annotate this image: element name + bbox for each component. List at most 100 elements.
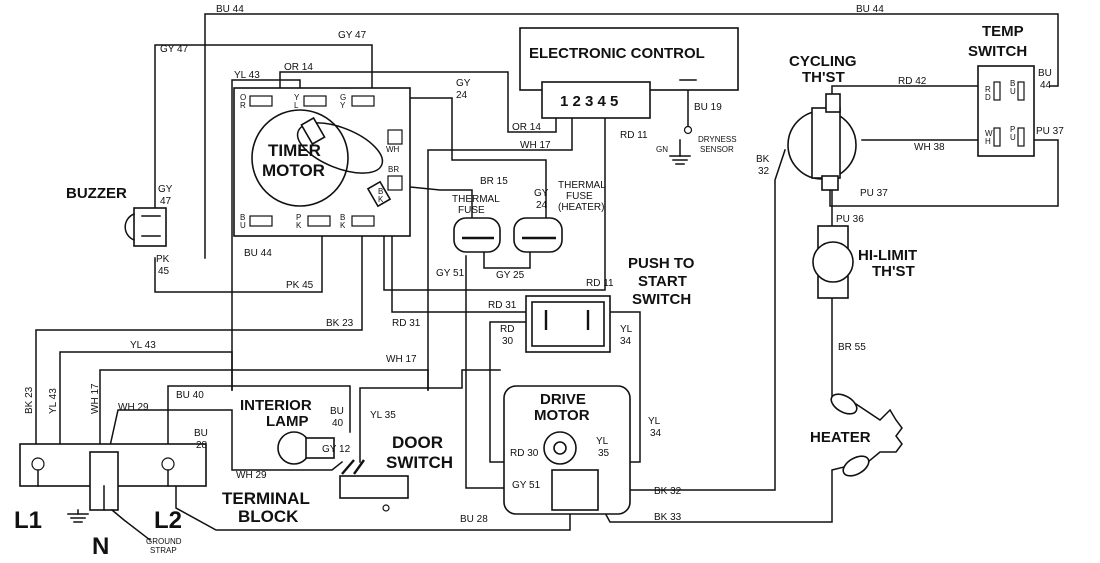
wire-label-rd30-switch-1: RD <box>500 324 514 335</box>
wire-label-wh29-top: WH 29 <box>118 402 149 413</box>
hi-limit-thermostat: HI-LIMIT TH'ST <box>812 225 917 299</box>
temp-switch-rd-2: D <box>985 93 991 102</box>
wire-label-bk23-top: BK 23 <box>326 318 354 329</box>
drive-motor-label-1: DRIVE <box>540 391 586 408</box>
temp-switch-pu: P <box>1010 125 1015 134</box>
timer-term-yl-2: L <box>294 101 299 110</box>
interior-lamp-label-2: LAMP <box>266 413 309 430</box>
timer-motor: TIMER MOTOR O R Y L G Y WH BR B K B U P … <box>233 87 411 237</box>
wire-label-rd30-motor: RD 30 <box>510 448 539 459</box>
wire-label-gy25: GY 25 <box>496 270 525 281</box>
wire-label-bk23-left: BK 23 <box>24 386 35 414</box>
wire-or14-top <box>279 71 557 133</box>
wire-gy25 <box>483 251 531 269</box>
buzzer: BUZZER <box>66 185 167 247</box>
wire-label-bu40-lamp-1: BU <box>330 406 344 417</box>
wire-label-gy24-fuse-2: 24 <box>536 200 548 211</box>
wire-label-pu37-bottom: PU 37 <box>860 188 888 199</box>
electronic-control: ELECTRONIC CONTROL 1 2 3 4 5 DRYNESS SEN… <box>519 27 739 165</box>
wire-label-gy47-buzzer-1: GY <box>158 184 173 195</box>
wire-label-wh29-bottom: WH 29 <box>236 470 267 481</box>
wire-bk33 <box>596 465 849 523</box>
temp-switch-bu-2: U <box>1010 87 1016 96</box>
temp-switch: TEMP SWITCH R D B U W H P U <box>968 23 1035 157</box>
hi-limit-label-1: HI-LIMIT <box>858 247 917 264</box>
push-to-start-label-1: PUSH TO <box>628 255 695 272</box>
push-to-start-label-2: START <box>638 273 687 290</box>
wire-wh29 <box>107 409 344 471</box>
timer-term-yl: Y <box>294 93 300 102</box>
temp-switch-label-2: SWITCH <box>968 43 1027 60</box>
interior-lamp-label-1: INTERIOR <box>240 397 312 414</box>
wire-label-bu40-top: BU 40 <box>176 390 204 401</box>
timer-term-bk-bottom: B <box>340 213 345 222</box>
terminal-l1-label: L1 <box>14 507 42 534</box>
push-to-start-label-3: SWITCH <box>632 291 691 308</box>
wire-label-br55: BR 55 <box>838 342 866 353</box>
wire-label-yl34-right-1: YL <box>648 416 661 427</box>
wire-label-rd11-bottom: RD 11 <box>586 278 614 289</box>
wire-label-pk45-left-1: PK <box>156 254 170 265</box>
timer-term-gy: G <box>340 93 346 102</box>
timer-term-bk-top-2: K <box>378 195 384 204</box>
push-to-start-switch: PUSH TO START SWITCH <box>525 255 695 353</box>
temp-switch-rd: R <box>985 85 991 94</box>
wire-label-rd30-switch-2: 30 <box>502 336 514 347</box>
terminal-l2 <box>161 457 175 471</box>
wire-label-wh17-lower: WH 17 <box>386 354 417 365</box>
wire-label-rd31-left: RD 31 <box>392 318 421 329</box>
wire-label-gy12: GY 12 <box>322 444 351 455</box>
dryness-sensor-label-2: SENSOR <box>700 145 734 154</box>
wire-bk23 <box>35 225 363 456</box>
timer-term-pk: P <box>296 213 301 222</box>
wire-label-rd11-top: RD 11 <box>620 130 648 141</box>
wire-label-yl35-top: YL 35 <box>370 410 396 421</box>
hi-limit-label-2: TH'ST <box>872 263 915 280</box>
thermal-fuse-label-2: FUSE <box>458 205 485 216</box>
wire-label-gy47-buzzer-2: 47 <box>160 196 172 207</box>
wire-label-bu44-switch-2: 44 <box>1040 80 1052 91</box>
electronic-control-label: ELECTRONIC CONTROL <box>529 45 705 62</box>
wire-label-gy24-fuse-1: GY <box>534 188 549 199</box>
terminal-block-label-2: BLOCK <box>238 507 299 526</box>
timer-term-bk-top: B <box>378 187 383 196</box>
dryness-sensor-label-1: DRYNESS <box>698 135 737 144</box>
wire-bu44-top <box>204 13 1059 259</box>
wire-label-bu28-bottom: BU 28 <box>460 514 488 525</box>
interior-lamp: INTERIOR LAMP <box>240 397 335 465</box>
wire-label-yl34-switch-1: YL <box>620 324 633 335</box>
wire-label-bu40-lamp-2: 40 <box>332 418 344 429</box>
terminal-n-label: N <box>92 533 109 560</box>
ground-strap-label-2: STRAP <box>150 546 177 555</box>
timer-term-gy-2: Y <box>340 101 346 110</box>
wire-label-yl35-motor-1: YL <box>596 436 609 447</box>
terminal-block: L1 N L2 TERMINAL BLOCK GROUND STRAP <box>14 443 310 560</box>
timer-term-pk-2: K <box>296 221 302 230</box>
wire-label-rd31-right: RD 31 <box>488 300 517 311</box>
wire-wh17 <box>427 117 573 391</box>
wire-pk45 <box>154 229 323 293</box>
terminal-block-label-1: TERMINAL <box>222 489 310 508</box>
timer-term-bu-2: U <box>240 221 246 230</box>
wire-yl35 <box>359 369 501 463</box>
wire-label-bu44-left: BU 44 <box>216 4 244 15</box>
timer-term-wh: WH <box>386 145 400 154</box>
wire-label-rd42: RD 42 <box>898 76 927 87</box>
wire-pu37 <box>829 139 1059 207</box>
terminal-l2-label: L2 <box>154 507 182 534</box>
wire-br15 <box>399 185 473 227</box>
wire-label-bk33: BK 33 <box>654 512 682 523</box>
wire-label-gy47-top: GY 47 <box>160 44 189 55</box>
wire-label-yl34-switch-2: 34 <box>620 336 632 347</box>
wire-label-gy24-top-1: GY <box>456 78 471 89</box>
wire-label-bu44-timer: BU 44 <box>244 248 272 259</box>
thermal-fuse-label-1: THERMAL <box>452 194 500 205</box>
wire-label-wh17-vert: WH 17 <box>90 383 101 414</box>
wire-rd11 <box>383 117 606 291</box>
wire-label-gy47-right: GY 47 <box>338 30 367 41</box>
thermal-fuse-heater-label-2: FUSE <box>566 191 593 202</box>
wire-label-gy51-motor: GY 51 <box>512 480 541 491</box>
wire-gy24-top <box>377 97 547 231</box>
temp-switch-wh-2: H <box>985 137 991 146</box>
